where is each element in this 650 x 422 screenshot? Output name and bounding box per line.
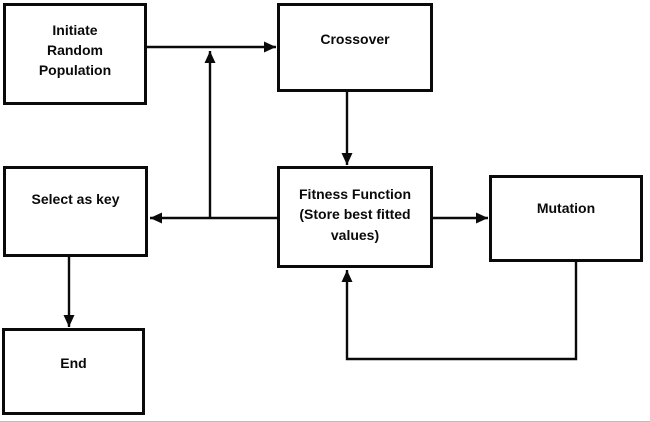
node-end: End: [2, 328, 145, 415]
node-mutation: Mutation: [489, 175, 643, 262]
node-crossover: Crossover: [277, 3, 433, 92]
node-fitness-label: Fitness Function (Store best fitted valu…: [299, 186, 411, 243]
node-fitness-function: Fitness Function (Store best fitted valu…: [277, 166, 433, 268]
node-end-label: End: [60, 354, 87, 371]
arrow-mutation-loop-to-fitness: [341, 262, 578, 361]
node-initiate-random-population: Initiate Random Population: [3, 3, 147, 105]
node-initiate-label: Initiate Random Population: [38, 21, 112, 79]
node-mutation-label: Mutation: [536, 199, 596, 216]
node-select-as-key: Select as key: [3, 166, 148, 257]
node-crossover-label: Crossover: [320, 30, 390, 47]
node-select-label: Select as key: [31, 190, 120, 207]
